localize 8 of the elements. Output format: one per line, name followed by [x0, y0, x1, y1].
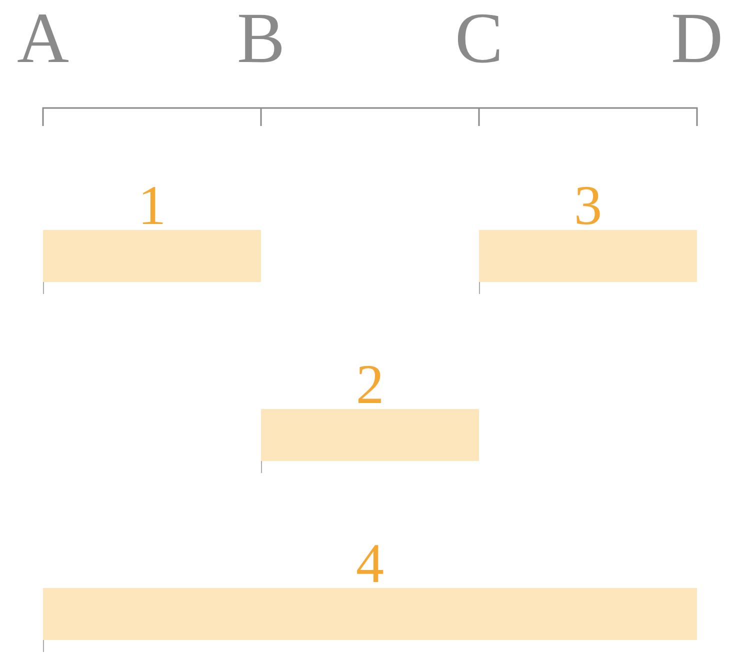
bar-number: 4 [356, 536, 384, 592]
bar-number: 3 [574, 178, 602, 234]
column-letter: A [17, 2, 69, 74]
bar-number: 2 [356, 357, 384, 413]
bar-number: 1 [138, 178, 166, 234]
column-letter: C [454, 2, 504, 74]
column-letter: D [671, 2, 723, 74]
column-letter: B [236, 2, 286, 74]
